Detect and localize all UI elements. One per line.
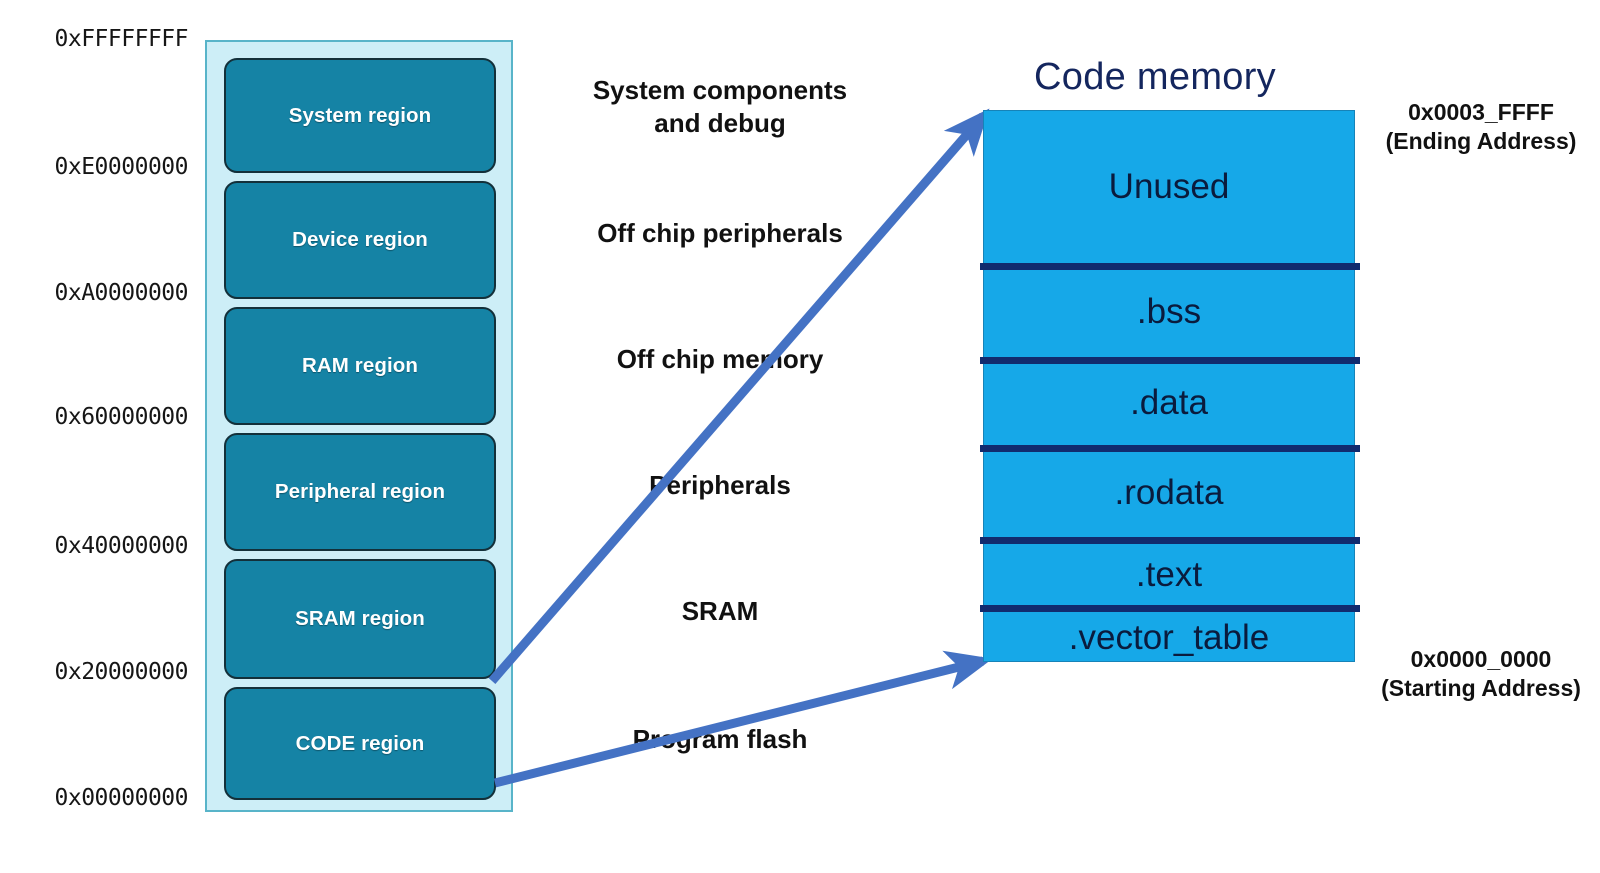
code-memory-segment[interactable]: .bss — [1136, 292, 1202, 331]
region-description: Peripherals — [649, 470, 791, 500]
segment-divider — [980, 605, 1360, 612]
address-label: 0x20000000 — [54, 659, 189, 685]
ending-address-label: 0x0003_FFFF (Ending Address) — [1385, 99, 1577, 154]
code-memory-block: Unused .bss .data .rodata .text .vector_table — [980, 110, 1360, 662]
segment-divider — [980, 445, 1360, 452]
region-description: Off chip peripherals — [597, 218, 843, 248]
address-scale: 0xFFFFFFFF 0xE0000000 0xA0000000 0x60000000… — [0, 0, 189, 873]
segment-divider — [980, 263, 1360, 270]
starting-address-label: 0x0000_0000 (Starting Address) — [1381, 646, 1581, 701]
address-label: 0x40000000 — [54, 533, 189, 559]
segment-divider — [980, 357, 1360, 364]
address-label: 0xFFFFFFFF — [54, 26, 189, 52]
code-memory-segment[interactable]: .text — [1135, 555, 1203, 594]
address-label: 0x00000000 — [54, 785, 189, 811]
address-label: 0x60000000 — [54, 404, 189, 430]
region-description: System components and debug — [592, 75, 848, 139]
code-memory-segment[interactable]: Unused — [1108, 167, 1230, 206]
address-label: 0xE0000000 — [54, 154, 189, 180]
code-memory-segment[interactable]: .data — [1130, 383, 1208, 422]
region-description: Off chip memory — [616, 344, 824, 374]
memory-region-box[interactable]: Peripheral region — [224, 433, 496, 551]
code-memory-title: Code memory — [1034, 56, 1276, 98]
segment-divider — [980, 537, 1360, 544]
code-memory-segment[interactable]: .vector_table — [1068, 618, 1270, 657]
memory-region-box[interactable]: CODE region — [224, 687, 496, 800]
region-description: Program flash — [632, 724, 808, 754]
code-memory-segment[interactable]: .rodata — [1114, 473, 1224, 512]
address-label: 0xA0000000 — [54, 280, 189, 306]
region-description: SRAM — [681, 596, 759, 626]
memory-region-box[interactable]: System region — [224, 58, 496, 173]
memory-region-box[interactable]: Device region — [224, 181, 496, 299]
memory-region-box[interactable]: RAM region — [224, 307, 496, 425]
memory-region-box[interactable]: SRAM region — [224, 559, 496, 679]
